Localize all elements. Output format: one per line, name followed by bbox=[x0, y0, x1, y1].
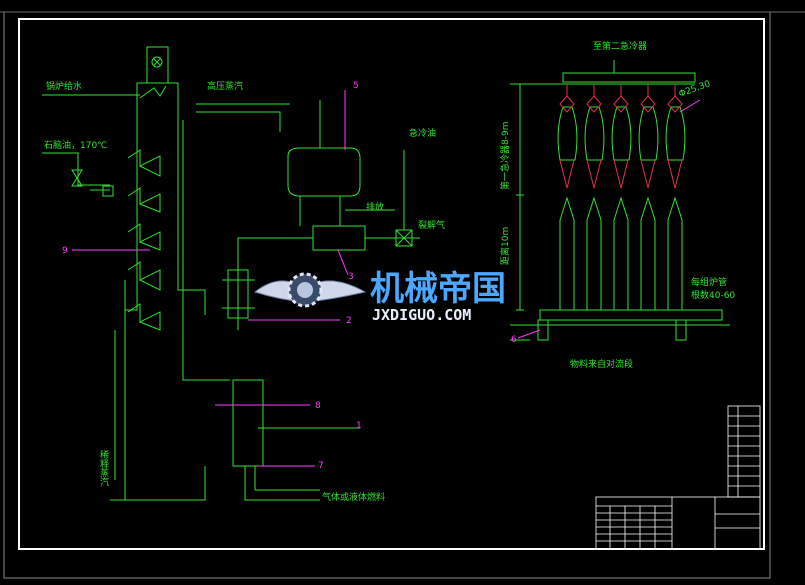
part-number-8: 8 bbox=[315, 401, 321, 411]
label-drain: 排放 bbox=[366, 201, 384, 213]
watermark-cn: 机械帝国 bbox=[370, 269, 506, 309]
title-block bbox=[595, 405, 761, 550]
label-hp-steam: 高压蒸汽 bbox=[207, 80, 243, 92]
label-to-second-quench: 至第二急冷器 bbox=[593, 40, 647, 52]
part-number-1: 1 bbox=[356, 421, 362, 431]
part-number-2: 2 bbox=[346, 316, 352, 326]
quench-valve bbox=[395, 229, 413, 247]
bottom-header bbox=[539, 309, 723, 321]
quench-cooler-array bbox=[510, 60, 730, 341]
title-block-frame bbox=[595, 496, 761, 550]
separator-vessel bbox=[227, 269, 249, 319]
part-number-3: 3 bbox=[348, 272, 354, 282]
part-number-5: 5 bbox=[353, 81, 359, 91]
parts-list-table bbox=[727, 405, 761, 498]
label-distance-10m: 距离10m bbox=[499, 227, 511, 265]
watermark: 机械帝国 JXDIGUO.COM bbox=[253, 269, 506, 324]
part-number-9: 9 bbox=[62, 246, 68, 256]
labels: 锅炉给水 高压蒸汽 石脑油，170℃ 急冷油 裂解气 排放 至第二急冷器 Φ25… bbox=[44, 40, 735, 503]
tube-columns bbox=[557, 84, 686, 310]
label-each-furnace-tube: 每组炉管 bbox=[691, 276, 727, 288]
label-dilution-steam: 稀释蒸汽 bbox=[98, 449, 109, 486]
label-naphtha: 石脑油，170℃ bbox=[44, 139, 107, 151]
cracking-furnace-group bbox=[42, 46, 420, 501]
label-fuel: 气体或液体燃料 bbox=[322, 491, 385, 503]
top-header bbox=[562, 72, 696, 83]
label-cracked-gas: 裂解气 bbox=[418, 219, 445, 231]
quench-exchanger bbox=[312, 225, 366, 251]
leader-lines bbox=[72, 90, 701, 467]
chimney bbox=[146, 46, 169, 84]
part-number-7: 7 bbox=[318, 461, 324, 471]
lower-column bbox=[232, 379, 264, 467]
watermark-en: JXDIGUO.COM bbox=[372, 306, 471, 324]
label-from-convection: 物料来自对流段 bbox=[570, 358, 633, 370]
watermark-gear-logo bbox=[253, 272, 367, 308]
steam-drum bbox=[287, 147, 361, 197]
label-quench-oil: 急冷油 bbox=[409, 127, 436, 139]
stack-damper bbox=[151, 56, 163, 68]
drawing-border bbox=[18, 18, 765, 550]
part-number-6: 6 bbox=[511, 335, 517, 345]
label-boiler-feed-water: 锅炉给水 bbox=[46, 80, 82, 92]
label-first-quench-distance: 第一急冷器8-9m bbox=[499, 122, 511, 190]
label-tube-count: 根数40-60 bbox=[691, 289, 735, 301]
